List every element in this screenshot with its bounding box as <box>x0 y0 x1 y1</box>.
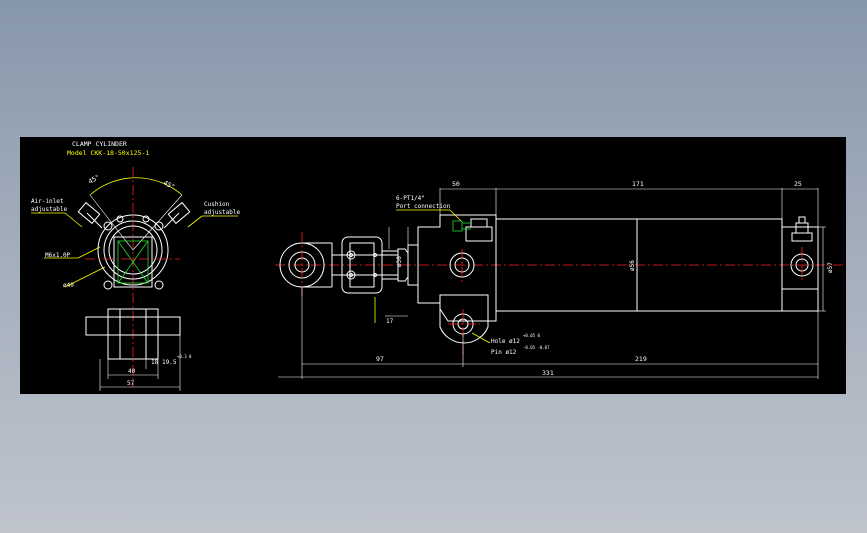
port-fitting-front <box>452 218 493 242</box>
drawing-canvas: CLAMP CYLINDER Model CKK-18-50x125-1 45°… <box>31 140 846 391</box>
bore-dim-right: 19.5 <box>162 359 177 366</box>
air-inlet-boss <box>77 201 103 229</box>
trunnion-lug <box>439 294 489 359</box>
air-inlet-label: Air-inlet <box>31 198 64 205</box>
side-view: 17 ø30 <box>275 180 846 379</box>
width-40-label: 40 <box>128 368 136 375</box>
dim-50-label: 50 <box>452 180 460 188</box>
angle-left-label: 45° <box>87 173 101 186</box>
cushion-adjustable-label: adjustable <box>204 209 241 216</box>
dim-97-label: 97 <box>376 355 384 363</box>
bore-dim-left: 18 <box>151 359 159 366</box>
dim-171-label: 171 <box>632 180 644 188</box>
dim-phi56-label: ø56 <box>629 260 636 271</box>
end-view: 45° 45° Air-inlet adj <box>31 167 241 391</box>
head-block <box>407 214 497 322</box>
hole-label: Hole ø12 <box>491 338 520 345</box>
rod-eye <box>279 232 342 297</box>
cushion-boss <box>163 201 191 229</box>
bore-dim-tolerance: +0.3 0 <box>177 354 192 359</box>
bolt-hole <box>116 215 124 223</box>
end-body-outline <box>97 214 169 286</box>
dim-219-label: 219 <box>635 355 647 363</box>
thread-label: M6x1.0P <box>45 252 71 259</box>
drawing-title: CLAMP CYLINDER <box>72 140 127 148</box>
port-size-label: 6-PT1/4" <box>396 195 425 202</box>
port-square <box>117 240 149 284</box>
pin-label: Pin ø12 <box>491 349 517 356</box>
port-connection-label: Port connection <box>396 203 451 210</box>
dim-17-label: 17 <box>386 318 394 325</box>
angle-arc <box>89 177 183 196</box>
hole-tolerance: +0.05 0 <box>523 333 540 338</box>
air-inlet-adjustable-label: adjustable <box>31 206 68 213</box>
pin-tolerance: -0.05 -0.07 <box>523 345 550 350</box>
cushion-label: Cushion <box>204 201 230 208</box>
cad-viewport[interactable]: CLAMP CYLINDER Model CKK-18-50x125-1 45°… <box>20 137 846 394</box>
dim-25-label: 25 <box>794 180 802 188</box>
rear-cap <box>781 216 819 312</box>
dim-phi57-label: ø57 <box>827 262 834 273</box>
width-57-label: 57 <box>127 380 135 387</box>
model-number: Model CKK-18-50x125-1 <box>67 149 149 157</box>
dim-phi30-label: ø30 <box>396 256 403 267</box>
dim-331-label: 331 <box>542 369 554 377</box>
